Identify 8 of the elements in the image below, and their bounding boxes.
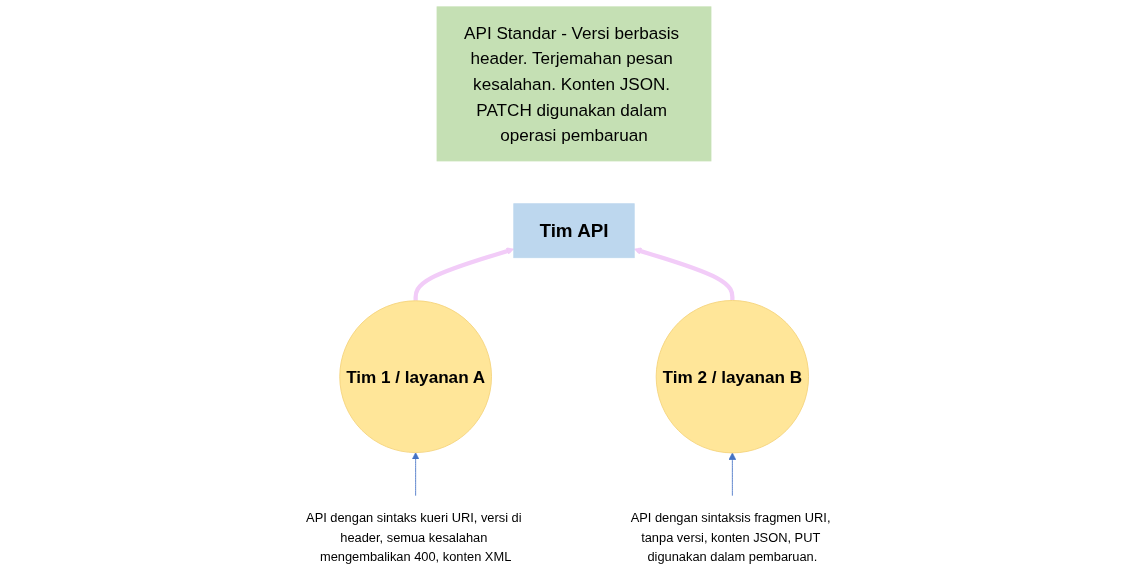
- node-box: API Standar - Versi berbasis header. Terjemahan pesan kesalahan. Konten JSON. PATCH digunakan dalam operasi pembaruan: [436, 6, 712, 162]
- arrow: [633, 247, 735, 301]
- arrow: [413, 247, 515, 301]
- node-text: API dengan sintaks kueri URI, versi di header, semua kesalahan mengembalikan 400, konten XML: [306, 510, 522, 564]
- node-circle: Tim 1 / layanan A: [339, 300, 492, 453]
- node-text: API dengan sintaksis fragmen URI, tanpa versi, konten JSON, PUT digunakan dalam pembaruan.: [630, 510, 831, 564]
- node-box: Tim API: [513, 203, 635, 259]
- node-circle: Tim 2 / layanan B: [655, 300, 809, 454]
